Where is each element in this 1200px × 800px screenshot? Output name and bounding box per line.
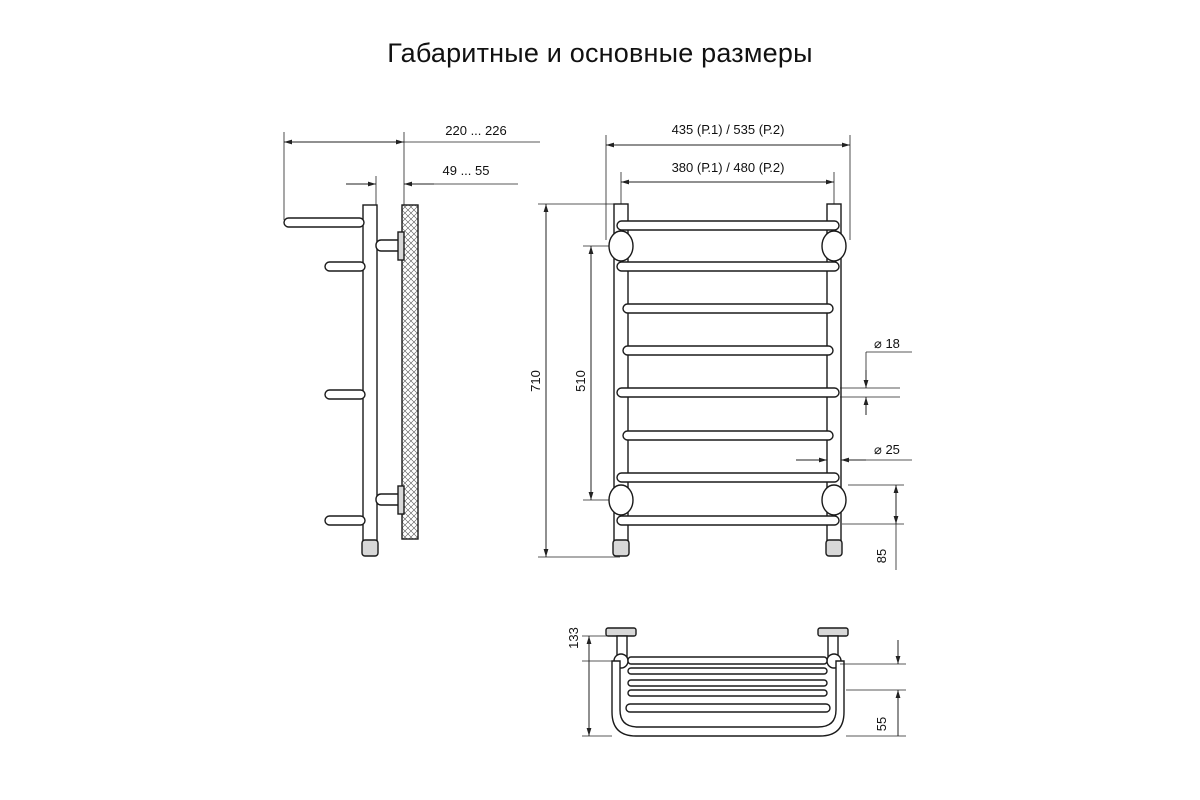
side-rung (324, 261, 366, 272)
top-flange-right (817, 627, 849, 637)
label-depth-bottom: 55 (874, 717, 889, 731)
dimension-depth-bottom: 55 (840, 640, 906, 737)
front-rung (616, 515, 840, 526)
top-flange-left (605, 627, 637, 637)
dimension-depth-top: 133 (566, 627, 612, 737)
label-height-axis: 510 (573, 370, 588, 392)
front-view: 435 (Р.1) / 535 (Р.2) 380 (Р.1) / 480 (Р… (528, 122, 912, 570)
front-right-foot (825, 539, 843, 557)
dimension-depth-total: 220 ... 226 (283, 123, 540, 220)
top-shelf-frame (611, 660, 845, 737)
front-rung (622, 303, 834, 314)
label-bottom-offset: 85 (874, 549, 889, 563)
front-rung (616, 472, 840, 483)
side-rung (324, 389, 366, 400)
page-title: Габаритные и основные размеры (387, 38, 813, 68)
dimension-diameter-pipe: ⌀ 25 (796, 442, 912, 463)
front-left-foot (612, 539, 630, 557)
wall-hatch (401, 204, 419, 540)
top-rung (627, 667, 828, 675)
flange-top-right (821, 230, 847, 262)
top-rung (627, 679, 828, 687)
side-view: 220 ... 226 49 ... 55 (283, 123, 540, 557)
side-bracket-flange (397, 485, 405, 515)
front-rung (622, 430, 834, 441)
flange-top-left (608, 230, 634, 262)
label-wall-gap: 49 ... 55 (443, 163, 490, 178)
label-width-outer: 435 (Р.1) / 535 (Р.2) (672, 122, 785, 137)
label-depth-top: 133 (566, 627, 581, 649)
dimension-height-axis: 510 (573, 245, 612, 501)
side-rung (324, 515, 366, 526)
label-diameter-pipe: ⌀ 25 (874, 442, 900, 457)
front-rung (616, 387, 840, 398)
dimension-wall-gap: 49 ... 55 (346, 163, 518, 205)
side-shelf-bar (283, 217, 365, 228)
side-pipe-foot (361, 539, 379, 557)
label-depth-total: 220 ... 226 (445, 123, 506, 138)
label-width-axis: 380 (Р.1) / 480 (Р.2) (672, 160, 785, 175)
dimension-width-axis: 380 (Р.1) / 480 (Р.2) (620, 160, 835, 205)
dimension-bottom-offset: 85 (842, 484, 904, 570)
label-height-total: 710 (528, 370, 543, 392)
front-rung (616, 220, 840, 231)
flange-bottom-left (608, 484, 634, 516)
label-diameter-bar: ⌀ 18 (874, 336, 900, 351)
dimension-width-outer: 435 (Р.1) / 535 (Р.2) (605, 122, 851, 240)
top-rung (627, 689, 828, 697)
top-rung (627, 656, 828, 665)
front-rung (622, 345, 834, 356)
front-rung (616, 261, 840, 272)
side-bracket-flange (397, 231, 405, 261)
dimension-height-total: 710 (528, 203, 620, 558)
top-view: 133 55 (566, 627, 906, 737)
flange-bottom-right (821, 484, 847, 516)
top-shelf-bar (625, 703, 831, 713)
dimension-diameter-bar: ⌀ 18 (840, 336, 912, 415)
side-vertical-pipe (362, 204, 378, 546)
